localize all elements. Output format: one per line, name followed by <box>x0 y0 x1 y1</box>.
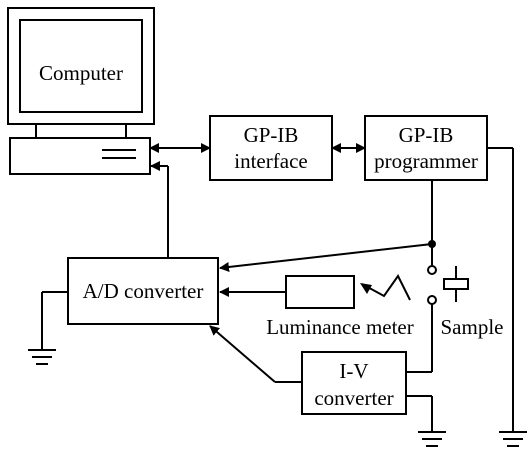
sample-element <box>443 266 469 302</box>
junction-to-ad-arrow <box>219 243 433 272</box>
computer-base <box>9 137 151 175</box>
gpib-programmer-label-1: GP-IB <box>399 123 454 147</box>
ad-converter-label: A/D converter <box>83 279 204 303</box>
gpib-interface-label-2: interface <box>234 149 307 173</box>
gpib-programmer-label-2: programmer <box>374 149 478 173</box>
programmer-ground <box>487 147 527 447</box>
sample-terminal-bottom <box>427 295 437 305</box>
gpib-interface-block: GP-IB interface <box>209 115 333 181</box>
iv-converter-block: I-V converter <box>301 351 407 415</box>
luminance-meter-block <box>285 275 355 309</box>
luminance-meter-label: Luminance meter <box>266 315 414 339</box>
gpib-programmer-block: GP-IB programmer <box>364 115 488 181</box>
iv-converter-label-1: I-V <box>339 359 368 383</box>
ad-converter-block: A/D converter <box>67 257 219 325</box>
computer: Computer <box>7 7 155 175</box>
ad-ground <box>28 291 68 365</box>
sample-terminal-top <box>427 265 437 275</box>
iv-ground <box>406 395 446 447</box>
computer-label: Computer <box>39 61 123 85</box>
gpib-interface-label-1: GP-IB <box>244 123 299 147</box>
light-ray <box>361 274 411 301</box>
iv-to-ad-arrow-diag <box>209 325 276 383</box>
iv-converter-label-2: converter <box>314 386 393 410</box>
computer-screen <box>19 19 143 113</box>
light-ray-arrowhead <box>360 283 372 294</box>
computer-neck <box>35 123 127 139</box>
sample-label: Sample <box>441 315 504 339</box>
